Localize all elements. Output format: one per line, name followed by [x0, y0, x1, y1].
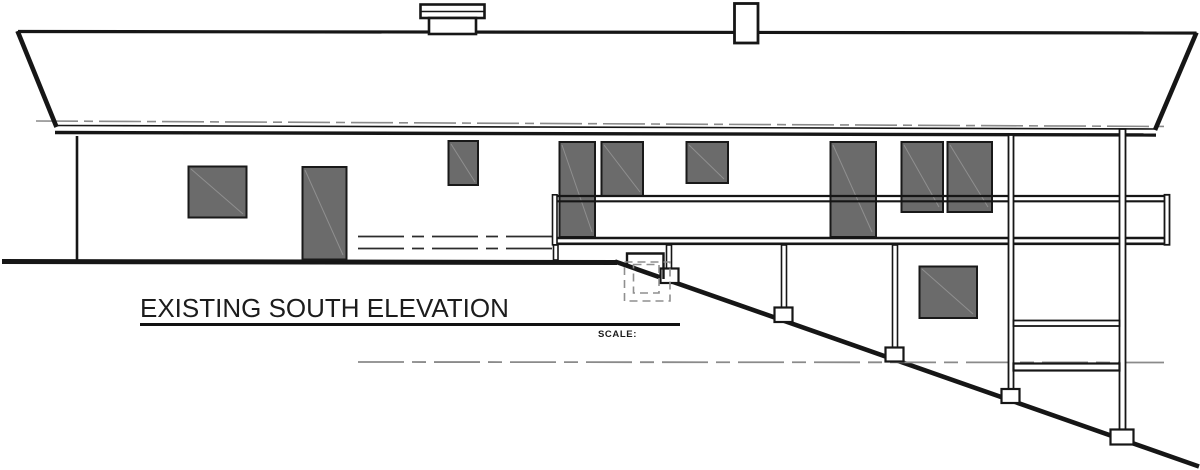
post-5-full-height: [1118, 128, 1127, 431]
post-1: [665, 244, 673, 270]
roof-vent: [733, 2, 760, 45]
window-2: [447, 140, 479, 186]
cross-brace-lower: [1012, 362, 1121, 372]
deck: [551, 193, 1171, 261]
roof-edge-left: [15, 30, 59, 128]
scale-label: SCALE:: [598, 329, 637, 340]
post-3: [891, 244, 899, 349]
windows: [187, 140, 993, 319]
hillside-slope-line: [614, 259, 1200, 469]
fascia-top-line: [55, 124, 1157, 130]
title-underline: [140, 323, 680, 326]
fascia-bottom-line: [54, 130, 1157, 137]
post-4-full-height: [1007, 134, 1015, 391]
dashed-box-outer: [623, 261, 671, 302]
rail-post-right: [1163, 193, 1171, 246]
access-hatch-outline: [625, 252, 665, 279]
ridge-line: [17, 29, 1197, 35]
roof-edge-right: [1152, 31, 1199, 131]
footing-3: [884, 346, 905, 363]
roof: [15, 29, 1199, 137]
footing-5: [1109, 428, 1135, 446]
dashed-box-inner: [632, 263, 660, 294]
footing-2: [773, 306, 794, 324]
rail-post-left: [551, 194, 558, 246]
drawing-title: EXISTING SOUTH ELEVATION: [140, 293, 509, 323]
support-posts: [659, 128, 1135, 446]
post-2: [780, 244, 788, 309]
cross-brace-upper: [1012, 319, 1121, 327]
footing-4: [1000, 387, 1021, 405]
deck-post-stub: [552, 244, 559, 261]
crawlspace-access: [623, 252, 671, 302]
chimney: [419, 3, 486, 36]
ground-line: [1, 259, 618, 265]
